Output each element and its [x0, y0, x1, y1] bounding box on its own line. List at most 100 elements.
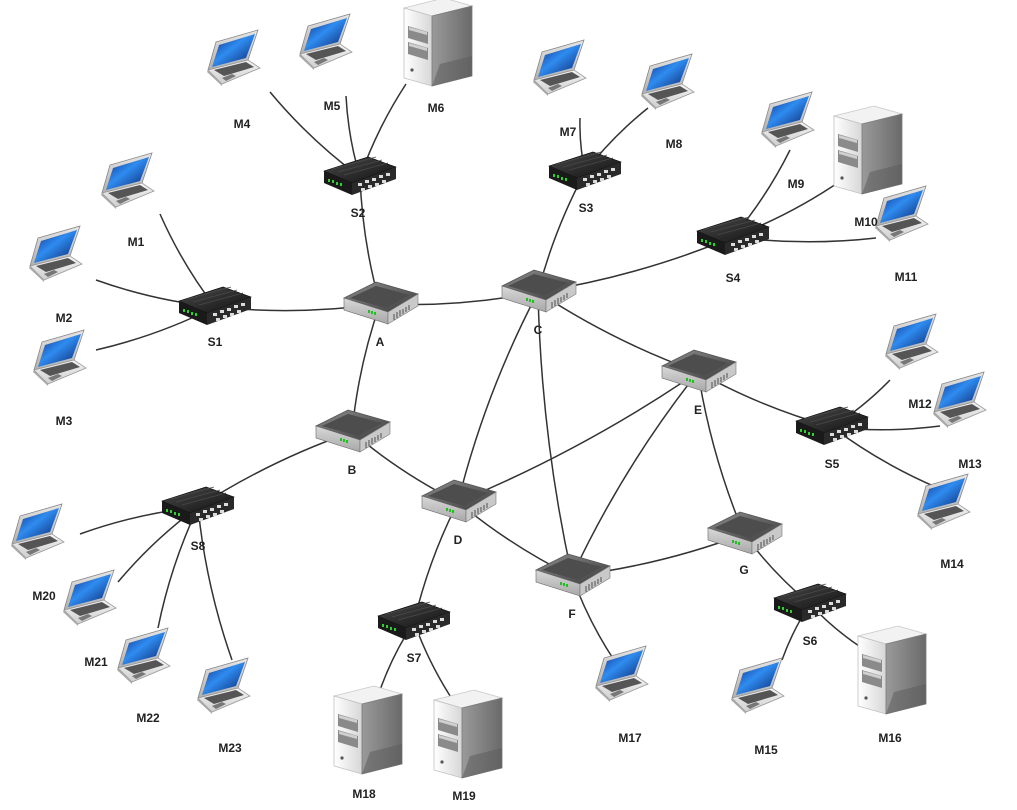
- switch-icon: [323, 156, 397, 196]
- router-icon: [535, 553, 611, 597]
- switch-label: S7: [407, 651, 422, 665]
- laptop-m20: M20: [10, 503, 65, 603]
- laptop-label: M5: [324, 99, 341, 113]
- laptop-m13: M13: [932, 371, 987, 471]
- laptop-label: M3: [56, 414, 73, 428]
- switch-label: S8: [191, 539, 206, 553]
- laptop-m22: M22: [116, 627, 171, 725]
- switch-s5: S5: [795, 406, 869, 471]
- switch-label: S5: [825, 457, 840, 471]
- link-e-g: [697, 371, 745, 535]
- switch-icon: [548, 151, 622, 191]
- laptop-icon: [32, 329, 87, 387]
- laptop-m11: M11: [874, 185, 929, 284]
- router-label: E: [694, 403, 702, 417]
- laptop-icon: [640, 53, 695, 111]
- switch-s7: S7: [377, 601, 451, 665]
- laptop-label: M13: [958, 457, 982, 471]
- router-label: F: [568, 607, 575, 621]
- laptop-icon: [206, 29, 261, 87]
- laptop-label: M9: [788, 177, 805, 191]
- router-label: G: [739, 563, 748, 577]
- link-c-f: [537, 291, 573, 577]
- router-e: E: [661, 349, 737, 417]
- laptop-icon: [730, 657, 785, 715]
- laptop-icon: [298, 13, 353, 71]
- switch-icon: [795, 406, 869, 446]
- server-icon: [333, 685, 403, 775]
- switch-icon: [377, 601, 451, 641]
- link-c-d: [457, 291, 539, 503]
- router-c: C: [501, 269, 577, 337]
- switch-s6: S6: [773, 583, 847, 648]
- server-label: M6: [428, 101, 445, 115]
- laptop-icon: [874, 185, 929, 243]
- server-label: M10: [854, 215, 878, 229]
- router-label: C: [534, 323, 543, 337]
- laptop-m8: M8: [640, 53, 695, 151]
- laptop-m14: M14: [916, 473, 971, 571]
- laptop-icon: [884, 313, 939, 371]
- router-icon: [421, 479, 497, 523]
- switch-icon: [773, 583, 847, 623]
- server-m16: M16: [857, 625, 927, 745]
- link-s8-m22: [157, 506, 199, 629]
- server-icon: [833, 105, 903, 195]
- laptop-label: M12: [908, 397, 932, 411]
- router-label: A: [376, 335, 385, 349]
- server-icon: [857, 625, 927, 715]
- laptop-label: M4: [234, 117, 251, 131]
- switch-icon: [696, 216, 770, 256]
- laptop-icon: [10, 503, 65, 561]
- router-icon: [343, 281, 419, 325]
- laptop-label: M2: [56, 311, 73, 325]
- laptop-label: M15: [754, 743, 778, 757]
- laptop-m9: M9: [760, 91, 815, 191]
- switch-icon: [161, 486, 235, 526]
- laptop-icon: [28, 225, 83, 283]
- laptop-label: M21: [84, 655, 108, 669]
- laptop-m21: M21: [62, 569, 117, 669]
- laptop-icon: [594, 645, 649, 703]
- router-d: D: [421, 479, 497, 547]
- server-icon: [403, 0, 473, 87]
- laptop-icon: [760, 91, 815, 149]
- laptop-m5: M5: [298, 13, 353, 113]
- router-a: A: [343, 281, 419, 349]
- switch-s3: S3: [548, 151, 622, 215]
- laptop-m4: M4: [206, 29, 261, 131]
- laptop-label: M23: [218, 741, 242, 755]
- server-label: M18: [352, 787, 376, 801]
- link-e-f: [571, 371, 699, 577]
- laptop-icon: [100, 152, 155, 210]
- switch-label: S1: [208, 335, 223, 349]
- laptop-m7: M7: [532, 39, 587, 139]
- laptop-label: M22: [136, 711, 160, 725]
- router-label: B: [348, 463, 357, 477]
- router-label: D: [454, 533, 463, 547]
- switch-s4: S4: [696, 216, 770, 285]
- server-label: M16: [878, 731, 902, 745]
- link-s8-m23: [197, 506, 233, 661]
- switch-s2: S2: [323, 156, 397, 220]
- router-b: B: [315, 409, 391, 477]
- laptop-icon: [932, 371, 987, 429]
- router-g: G: [707, 511, 783, 577]
- laptop-label: M20: [32, 589, 56, 603]
- switch-s1: S1: [178, 286, 252, 349]
- laptop-label: M7: [560, 125, 577, 139]
- laptop-label: M8: [666, 137, 683, 151]
- switch-label: S2: [351, 206, 366, 220]
- switch-label: S3: [579, 201, 594, 215]
- server-m10: M10: [833, 105, 903, 229]
- switch-label: S6: [803, 634, 818, 648]
- laptop-label: M11: [895, 270, 918, 284]
- laptop-icon: [62, 569, 117, 627]
- router-icon: [501, 269, 577, 313]
- laptop-m1: M1: [100, 152, 155, 249]
- laptop-m3: M3: [32, 329, 87, 428]
- laptop-icon: [196, 657, 251, 715]
- laptop-m17: M17: [594, 645, 649, 745]
- laptop-icon: [116, 627, 171, 685]
